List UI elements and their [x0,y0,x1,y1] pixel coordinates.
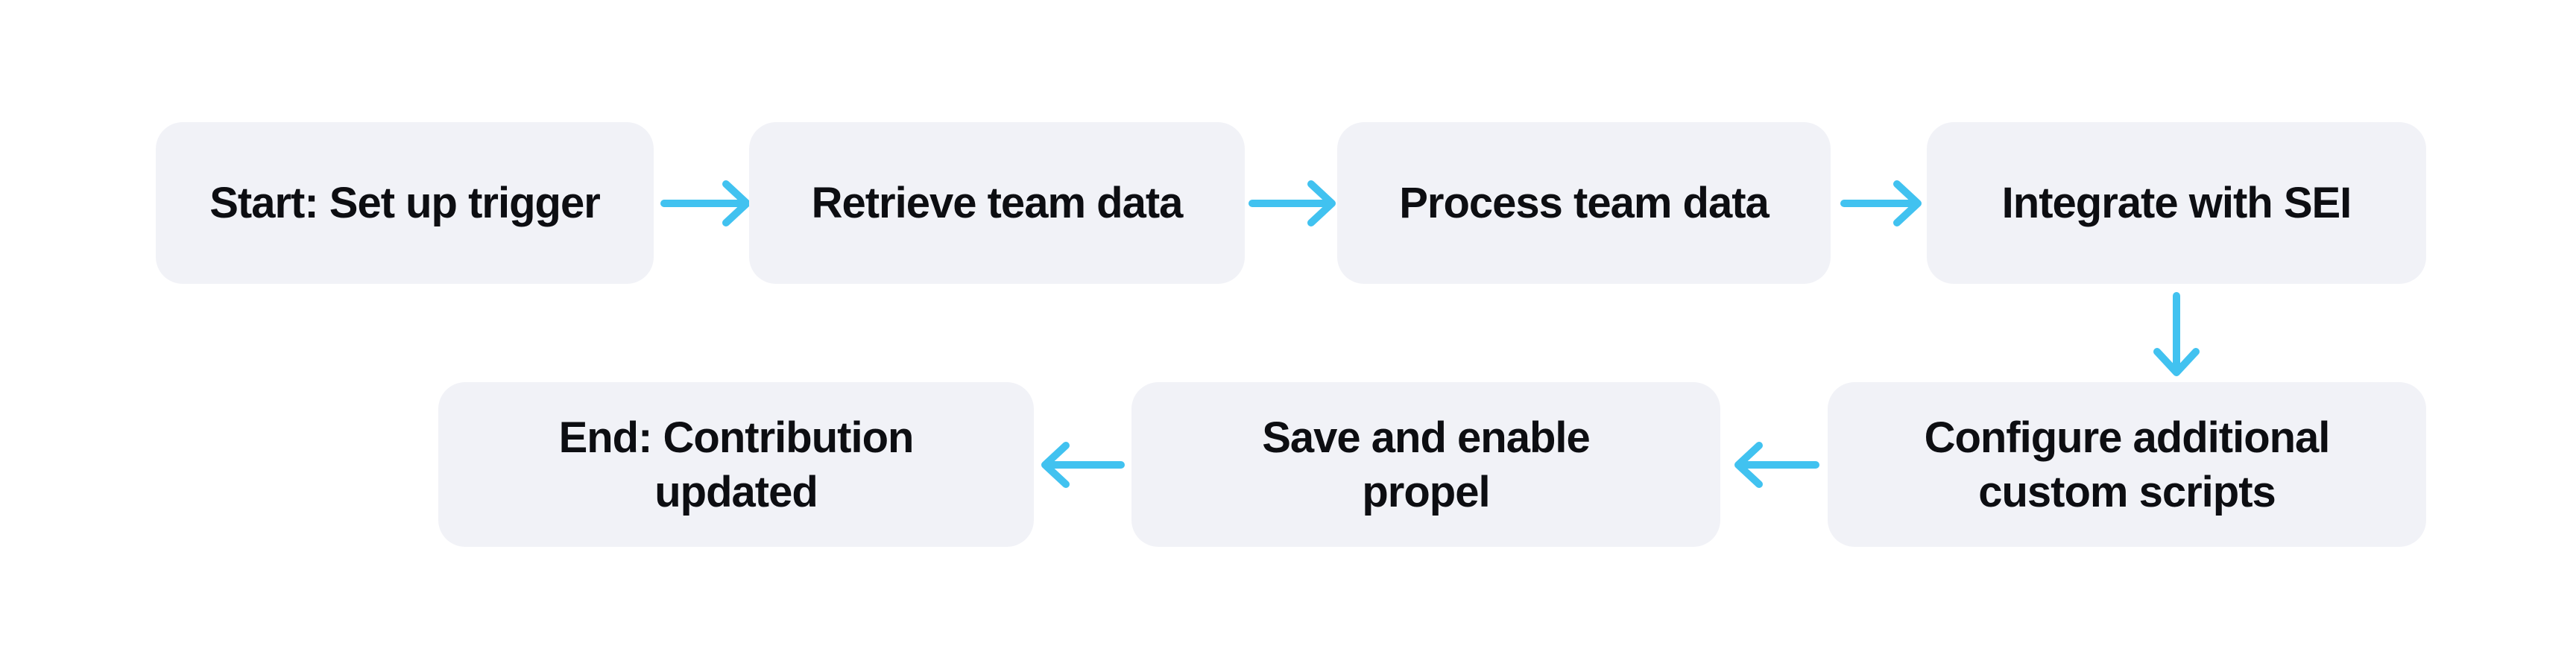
arrow-left-icon [1041,442,1125,488]
arrow-head [2153,348,2200,376]
flow-node-start: Start: Set up trigger [156,122,654,284]
flow-node-label: custom scripts [1978,467,2276,516]
arrow-right-icon [1840,180,1922,226]
flow-node-label: Integrate with SEI [2001,179,2352,227]
arrow-head [1307,180,1336,226]
flow-node-label: Configure additional [1924,413,2331,462]
flow-node-process-team-data: Process team data [1337,122,1831,284]
arrow-right-icon [660,180,751,226]
flow-node-label: propel [1362,467,1490,516]
flow-node-label: Retrieve team data [811,179,1184,227]
arrow-head [722,180,751,226]
flow-node-save-and-enable-propel: Save and enable propel [1131,382,1720,547]
flow-node-label: updated [654,467,818,516]
flow-node-label: Save and enable [1262,413,1591,462]
flow-node-label: Process team data [1399,179,1770,227]
arrow-left-icon [1734,442,1819,488]
arrow-head [1041,442,1070,488]
flow-node-label: End: Contribution [558,413,915,462]
arrow-right-icon [1248,180,1336,226]
arrow-down-icon [2153,292,2200,376]
flow-node-end: End: Contribution updated [438,382,1034,547]
flow-node-configure-additional-custom-scripts: Configure additional custom scripts [1828,382,2426,547]
flow-node-integrate-with-sei: Integrate with SEI [1927,122,2426,284]
arrow-head [1734,442,1763,488]
arrow-head [1893,180,1922,226]
flow-node-label: Start: Set up trigger [209,179,601,227]
flow-node-retrieve-team-data: Retrieve team data [749,122,1245,284]
